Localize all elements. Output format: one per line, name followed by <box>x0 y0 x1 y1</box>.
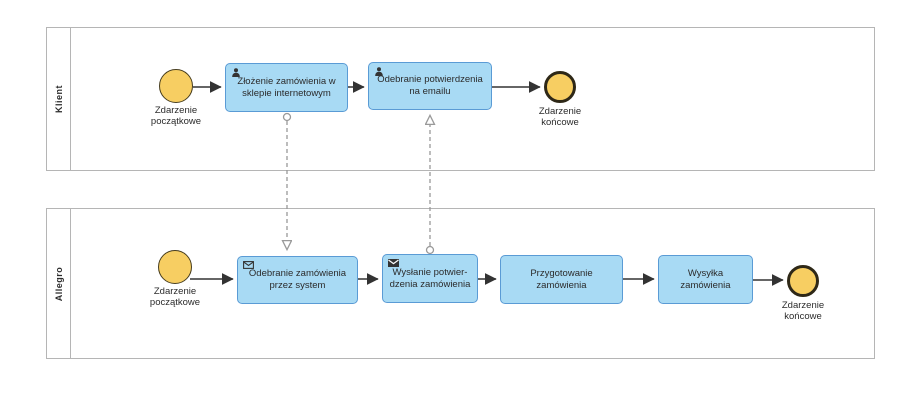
task-wysylka-zamowienia[interactable]: Wysyłka zamówienia <box>658 255 753 304</box>
end-event-allegro[interactable] <box>787 265 819 297</box>
message-flow-origins <box>282 112 435 255</box>
message-filled-icon <box>388 259 399 268</box>
sequence-flows <box>190 81 784 286</box>
task-label: Przygotowanie zamówienia <box>530 267 593 291</box>
start-event-klient[interactable] <box>159 69 193 103</box>
message-flow-origin-dot <box>282 112 292 122</box>
user-icon <box>231 68 241 77</box>
task-wyslanie-potwierdzenia[interactable]: Wysłanie potwier- dzenia zamówienia <box>382 254 478 303</box>
task-odebranie-zamowienia[interactable]: Odebranie zamówienia przez system <box>237 256 358 304</box>
task-label: Odebranie potwierdzenia na emailu <box>377 74 483 97</box>
task-label: Wysyłka zamówienia <box>680 267 731 291</box>
task-label: Odebranie zamówienia przez system <box>248 268 347 291</box>
end-event-klient[interactable] <box>544 71 576 103</box>
end-event-klient-label: Zdarzenie końcowe <box>538 106 582 129</box>
pool-klient-label-column: Klient <box>47 28 71 170</box>
task-odebranie-potwierdzenia[interactable]: Odebranie potwierdzenia na emailu <box>368 62 492 110</box>
pool-allegro-label-column: Allegro <box>47 209 71 358</box>
start-event-klient-label: Zdarzenie początkowe <box>150 105 202 128</box>
task-label: Wysłanie potwier- dzenia zamówienia <box>389 266 471 290</box>
message-flows <box>287 116 430 249</box>
task-zlozenie-zamowienia[interactable]: Złożenie zamówienia w sklepie internetow… <box>225 63 348 112</box>
end-event-allegro-label: Zdarzenie końcowe <box>781 300 825 323</box>
task-label: Złożenie zamówienia w sklepie internetow… <box>237 75 336 99</box>
start-event-allegro[interactable] <box>158 250 192 284</box>
message-flow-origin-dot <box>425 245 435 255</box>
message-icon <box>243 261 254 270</box>
start-event-allegro-label: Zdarzenie początkowe <box>149 286 201 309</box>
task-przygotowanie-zamowienia[interactable]: Przygotowanie zamówienia <box>500 255 623 304</box>
user-icon <box>374 67 384 76</box>
